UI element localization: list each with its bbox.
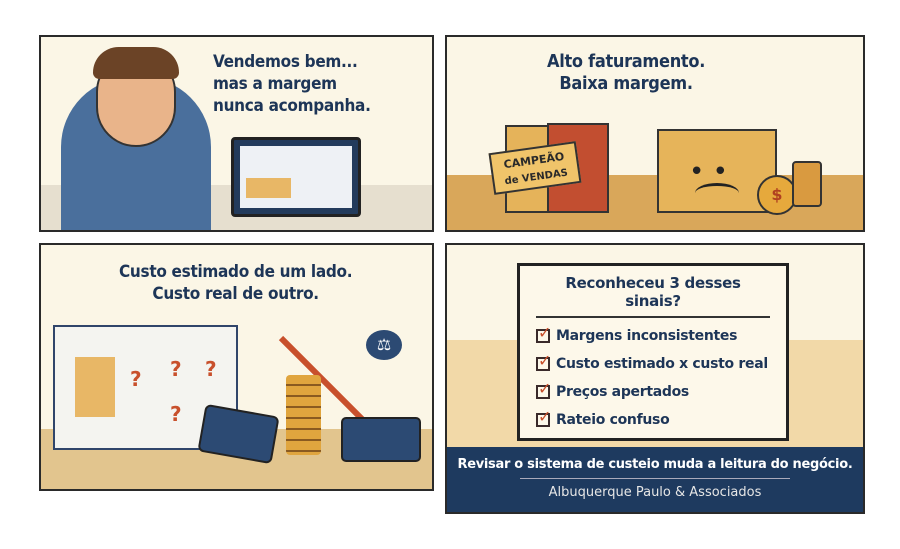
checklist-item: Custo estimado x custo real (536, 350, 770, 378)
calculator-icon (341, 417, 421, 462)
checklist-item: Rateio confuso (536, 406, 770, 434)
checklist-title: Reconheceu 3 desses sinais? (536, 274, 770, 318)
scale-icon: ⚖ (366, 330, 402, 360)
footer-banner: Revisar o sistema de custeio muda a leit… (447, 447, 863, 512)
panel-checklist: Reconheceu 3 desses sinais? Margens inco… (445, 243, 865, 514)
firm-name: Albuquerque Paulo & Associados (548, 485, 762, 500)
coin-icon: $ (757, 175, 797, 215)
coin-stack (286, 375, 321, 455)
checkbox-checked-icon (536, 351, 551, 371)
coin-stack (792, 161, 822, 207)
checklist-item: Preços apertados (536, 378, 770, 406)
checkbox-checked-icon (536, 379, 551, 399)
checklist-card: Reconheceu 3 desses sinais? Margens inco… (517, 263, 789, 441)
panel-cost-comparison: Custo estimado de um lado. Custo real de… (39, 243, 434, 491)
computer-monitor (231, 137, 361, 217)
checklist-item: Margens inconsistentes (536, 322, 770, 350)
panel-caption: Vendemos bem... mas a margem nunca acomp… (213, 52, 371, 116)
panel-caption: Custo estimado de um lado. Custo real de… (119, 262, 353, 304)
checkbox-checked-icon (536, 323, 551, 343)
panel-caption: Alto faturamento. Baixa margem. (547, 51, 706, 94)
panel-worried-man: Vendemos bem... mas a margem nunca acomp… (39, 35, 434, 232)
man-hair (93, 47, 179, 79)
footer-text: Revisar o sistema de custeio muda a leit… (457, 457, 853, 472)
checkbox-checked-icon (536, 407, 551, 427)
panel-boxes: Alto faturamento. Baixa margem. CAMPEÃO … (445, 35, 865, 232)
